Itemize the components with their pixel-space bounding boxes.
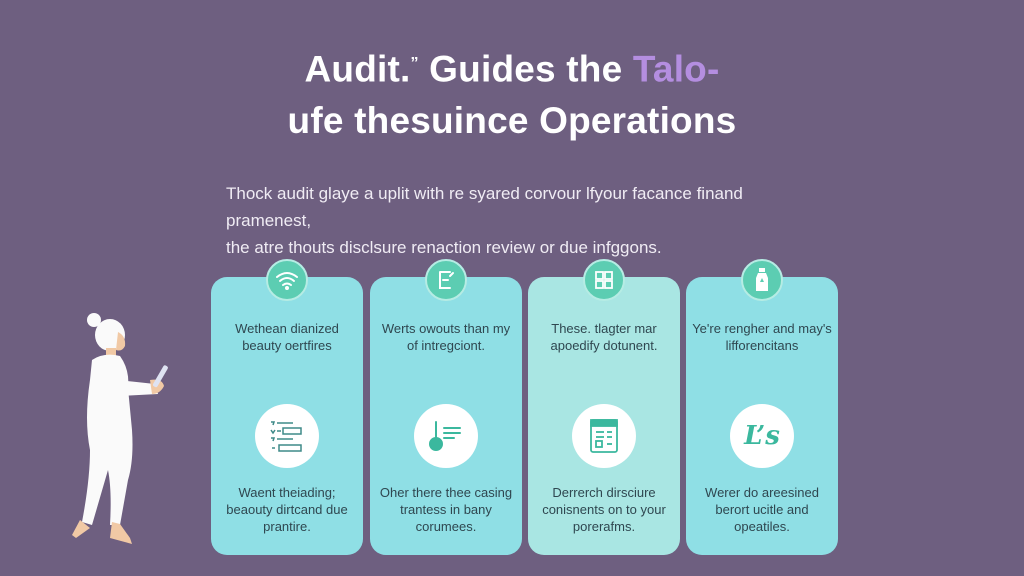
- checklist-icon: [255, 404, 319, 468]
- intro-text: Thock audit glaye a uplit with re syared…: [226, 184, 743, 257]
- card-bottom-text: Werer do areesined berort ucitle and ope…: [705, 485, 819, 534]
- grid-document-icon: [583, 259, 625, 301]
- feature-card-2[interactable]: Werts owouts than my of intregciont. Ohe…: [370, 259, 522, 555]
- title-accent: Talo-: [632, 48, 720, 90]
- card-top-text: Werts owouts than my of intregciont.: [381, 321, 511, 353]
- document-edit-icon: [425, 259, 467, 301]
- card-bottom-text: Oher there thee casing trantess in bany …: [379, 485, 513, 534]
- card-top-text: Wethean dianized beauty oertfires: [235, 321, 339, 353]
- card-top-text: Ye're rengher and may's lifforencitans: [692, 321, 832, 353]
- card-bottom-text: Waent theiading; beaouty dirtcand due pr…: [226, 485, 348, 534]
- feature-card-1[interactable]: Wethean dianized beauty oertfires Waent …: [211, 259, 363, 555]
- title-line-2: ufe thesuince Operations: [287, 100, 737, 142]
- feature-card-4[interactable]: Ye're rengher and may's lifforencitans L…: [686, 259, 838, 555]
- title-line-1: Audit.” Guides the Talo-: [304, 48, 720, 90]
- woman-with-tablet-illustration: [72, 313, 168, 544]
- card-top-text: These. tlagter mar apoedify dotunent.: [550, 321, 658, 353]
- bottle-icon: [741, 259, 783, 301]
- ls-logo-icon: L’s: [730, 404, 794, 468]
- form-document-icon: [572, 404, 636, 468]
- feature-card-3[interactable]: These. tlagter mar apoedify dotunent. De…: [528, 259, 680, 555]
- key-list-icon: [414, 404, 478, 468]
- page-title: Audit.” Guides the Talo- ufe thesuince O…: [0, 38, 1024, 147]
- card-bottom-text: Derrerch dirsciure conisnents on to your…: [542, 485, 666, 534]
- wifi-icon: [266, 259, 308, 301]
